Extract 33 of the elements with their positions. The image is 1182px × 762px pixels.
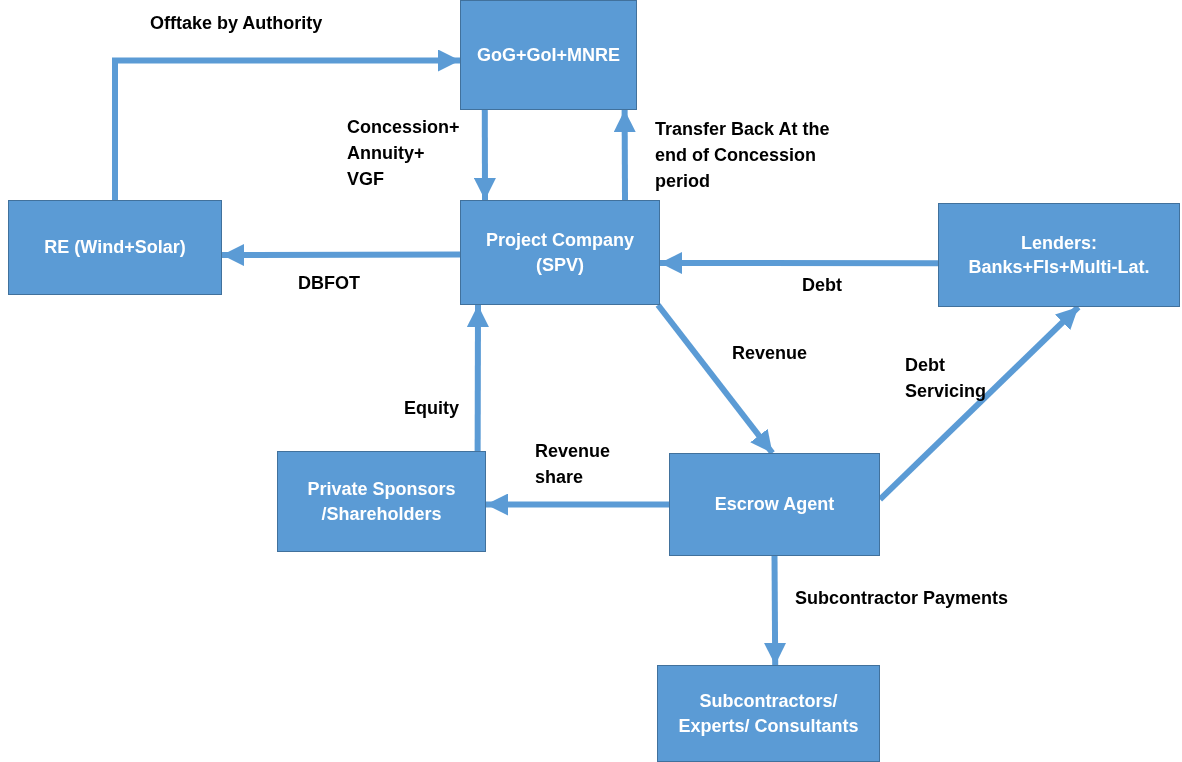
box-label: Lenders: Banks+FIs+Multi-Lat. (967, 231, 1151, 279)
box-label: GoG+GoI+MNRE (476, 43, 621, 67)
edge-label: Debt (802, 274, 843, 297)
arrow (486, 493, 669, 516)
edge-label: Revenue (732, 342, 809, 365)
arrow (660, 252, 938, 275)
edge-label: DBFOT (298, 272, 361, 295)
edge-label: Debt Servicing (905, 354, 988, 404)
process-box (460, 0, 637, 110)
process-box (8, 200, 222, 295)
box-label: Escrow Agent (713, 493, 836, 517)
arrow (655, 303, 775, 455)
box-label: RE (Wind+Solar) (43, 236, 187, 260)
box-label: Subcontractors/ Experts/ Consultants (677, 690, 860, 738)
arrow (222, 244, 460, 267)
edge-label: Equity (404, 397, 460, 420)
box-label: Project Company (SPV) (484, 229, 635, 277)
arrow (613, 110, 636, 200)
process-box (669, 453, 880, 556)
process-box (460, 200, 660, 305)
edge-label: Revenue share (535, 440, 612, 490)
edge-label: Subcontractor Payments (795, 587, 1010, 610)
arrow (764, 555, 787, 666)
edge-label: Concession+ Annuity+ VGF (347, 116, 459, 192)
process-box (277, 451, 486, 552)
arrow (473, 110, 496, 200)
process-box (938, 203, 1180, 307)
edge-label: Transfer Back At the end of Concession period (655, 118, 831, 194)
arrow (466, 305, 489, 451)
process-box (657, 665, 880, 762)
box-label: Private Sponsors /Shareholders (306, 478, 457, 526)
edge-label: Offtake by Authority (150, 12, 324, 35)
arrow (112, 49, 460, 200)
